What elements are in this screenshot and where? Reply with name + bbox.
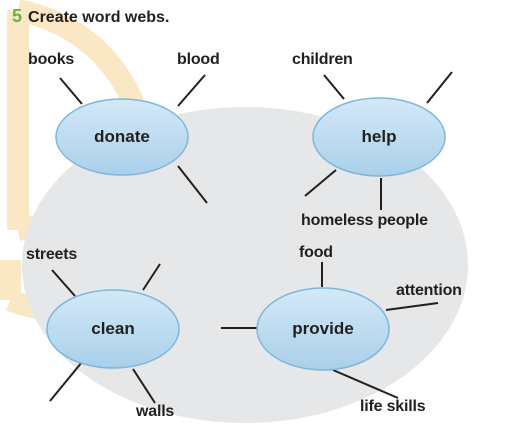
exercise-number: 5 — [12, 6, 23, 26]
word-attention: attention — [396, 282, 462, 299]
line-provide-lifeskills — [332, 369, 399, 399]
word-homeless-people: homeless people — [301, 212, 428, 229]
line-donate-empty — [177, 165, 208, 204]
hub-clean — [46, 289, 180, 369]
line-help-empty-top — [426, 71, 453, 104]
word-walls: walls — [136, 403, 175, 420]
hub-label-help: help — [361, 127, 397, 146]
exercise-heading: 5 Create word webs. — [12, 6, 169, 27]
word-streets: streets — [26, 246, 78, 263]
word-blood: blood — [177, 51, 220, 68]
line-donate-books — [59, 77, 83, 105]
line-donate-blood — [177, 74, 206, 107]
line-provide-attention — [385, 302, 439, 311]
hub-label-clean: clean — [91, 319, 135, 338]
hub-provide — [256, 287, 390, 371]
line-clean-walls — [132, 368, 156, 404]
word-life-skills: life skills — [360, 398, 426, 415]
hub-label-provide: provide — [292, 319, 354, 338]
line-clean-empty-bottom — [49, 361, 83, 402]
hub-help — [312, 97, 446, 177]
hub-donate — [55, 98, 189, 176]
word-food: food — [299, 244, 333, 261]
hub-label-donate: donate — [94, 127, 150, 146]
exercise-title: Create word webs. — [28, 9, 170, 26]
line-clean-streets — [51, 269, 76, 297]
line-help-empty-left — [304, 169, 337, 197]
line-help-children — [323, 74, 345, 100]
line-clean-empty-top — [142, 263, 161, 291]
connector-lines — [49, 71, 453, 404]
word-children: children — [292, 51, 353, 68]
word-books: books — [28, 51, 75, 68]
